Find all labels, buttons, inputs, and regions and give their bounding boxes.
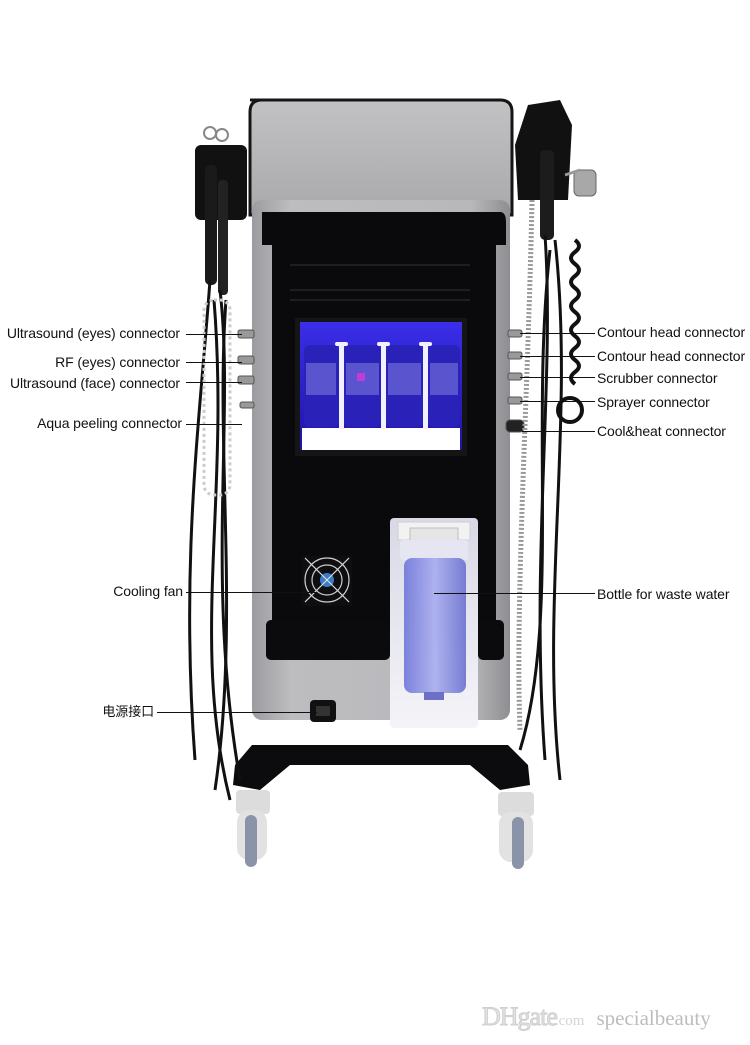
leader-line-ultrasound-face [186, 382, 242, 383]
leader-line-rf-eyes [186, 362, 242, 363]
left-connector-strip [237, 329, 255, 409]
label-sprayer-connector: Sprayer connector [597, 394, 710, 410]
label-power-socket: 电源接口 [102, 705, 154, 720]
waste-water-bottle [390, 518, 478, 728]
leader-line-contour-head-2 [520, 356, 595, 357]
leader-line-sprayer [520, 401, 595, 402]
label-rf-eyes-connector: RF (eyes) connector [55, 354, 180, 370]
watermark: DHgate.com specialbeauty [482, 1002, 711, 1032]
label-contour-head-connector-1: Contour head connector [597, 324, 746, 340]
vent-slits [290, 264, 470, 301]
leader-line-cooling-fan [186, 592, 316, 593]
label-scrubber-connector: Scrubber connector [597, 370, 718, 386]
label-cooling-fan: Cooling fan [113, 583, 183, 599]
right-handpiece-holder [515, 100, 597, 240]
label-bottle-for-waste-water: Bottle for waste water [597, 586, 730, 602]
cooling-fan-grille [302, 556, 352, 606]
power-socket [310, 700, 336, 722]
solution-bottle-display [295, 318, 467, 456]
right-grey-hose [516, 199, 535, 731]
left-coiled-hose [202, 298, 232, 497]
base-frame [233, 745, 530, 790]
label-cool-heat-connector: Cool&heat connector [597, 423, 726, 439]
watermark-logo: DHgate [482, 1002, 559, 1032]
left-cables [188, 279, 242, 801]
right-cables [518, 234, 563, 781]
leader-line-cool-heat [522, 431, 595, 432]
right-connector-strip [505, 329, 525, 433]
right-caster-wheel [498, 792, 534, 869]
leader-line-scrubber [520, 377, 595, 378]
right-coiled-cord [569, 238, 581, 386]
leader-line-aqua-peeling [186, 424, 242, 425]
leader-line-waste-bottle [434, 593, 595, 594]
solution-bottles [304, 345, 460, 427]
leader-line-contour-head-1 [520, 333, 595, 334]
label-ultrasound-face-connector: Ultrasound (face) connector [9, 375, 180, 391]
left-caster-wheel [236, 790, 270, 867]
left-handpiece-holder [195, 126, 247, 295]
label-aqua-peeling-connector: Aqua peeling connector [37, 415, 182, 431]
leader-line-ultrasound-eyes [186, 334, 242, 335]
watermark-site: .com [554, 1013, 585, 1029]
watermark-shop-name: specialbeauty [596, 1006, 711, 1030]
top-cap [248, 98, 514, 217]
leader-line-power-socket [157, 712, 317, 713]
label-contour-head-connector-2: Contour head connector [597, 348, 746, 364]
label-ultrasound-eyes-connector: Ultrasound (eyes) connector [6, 325, 180, 341]
